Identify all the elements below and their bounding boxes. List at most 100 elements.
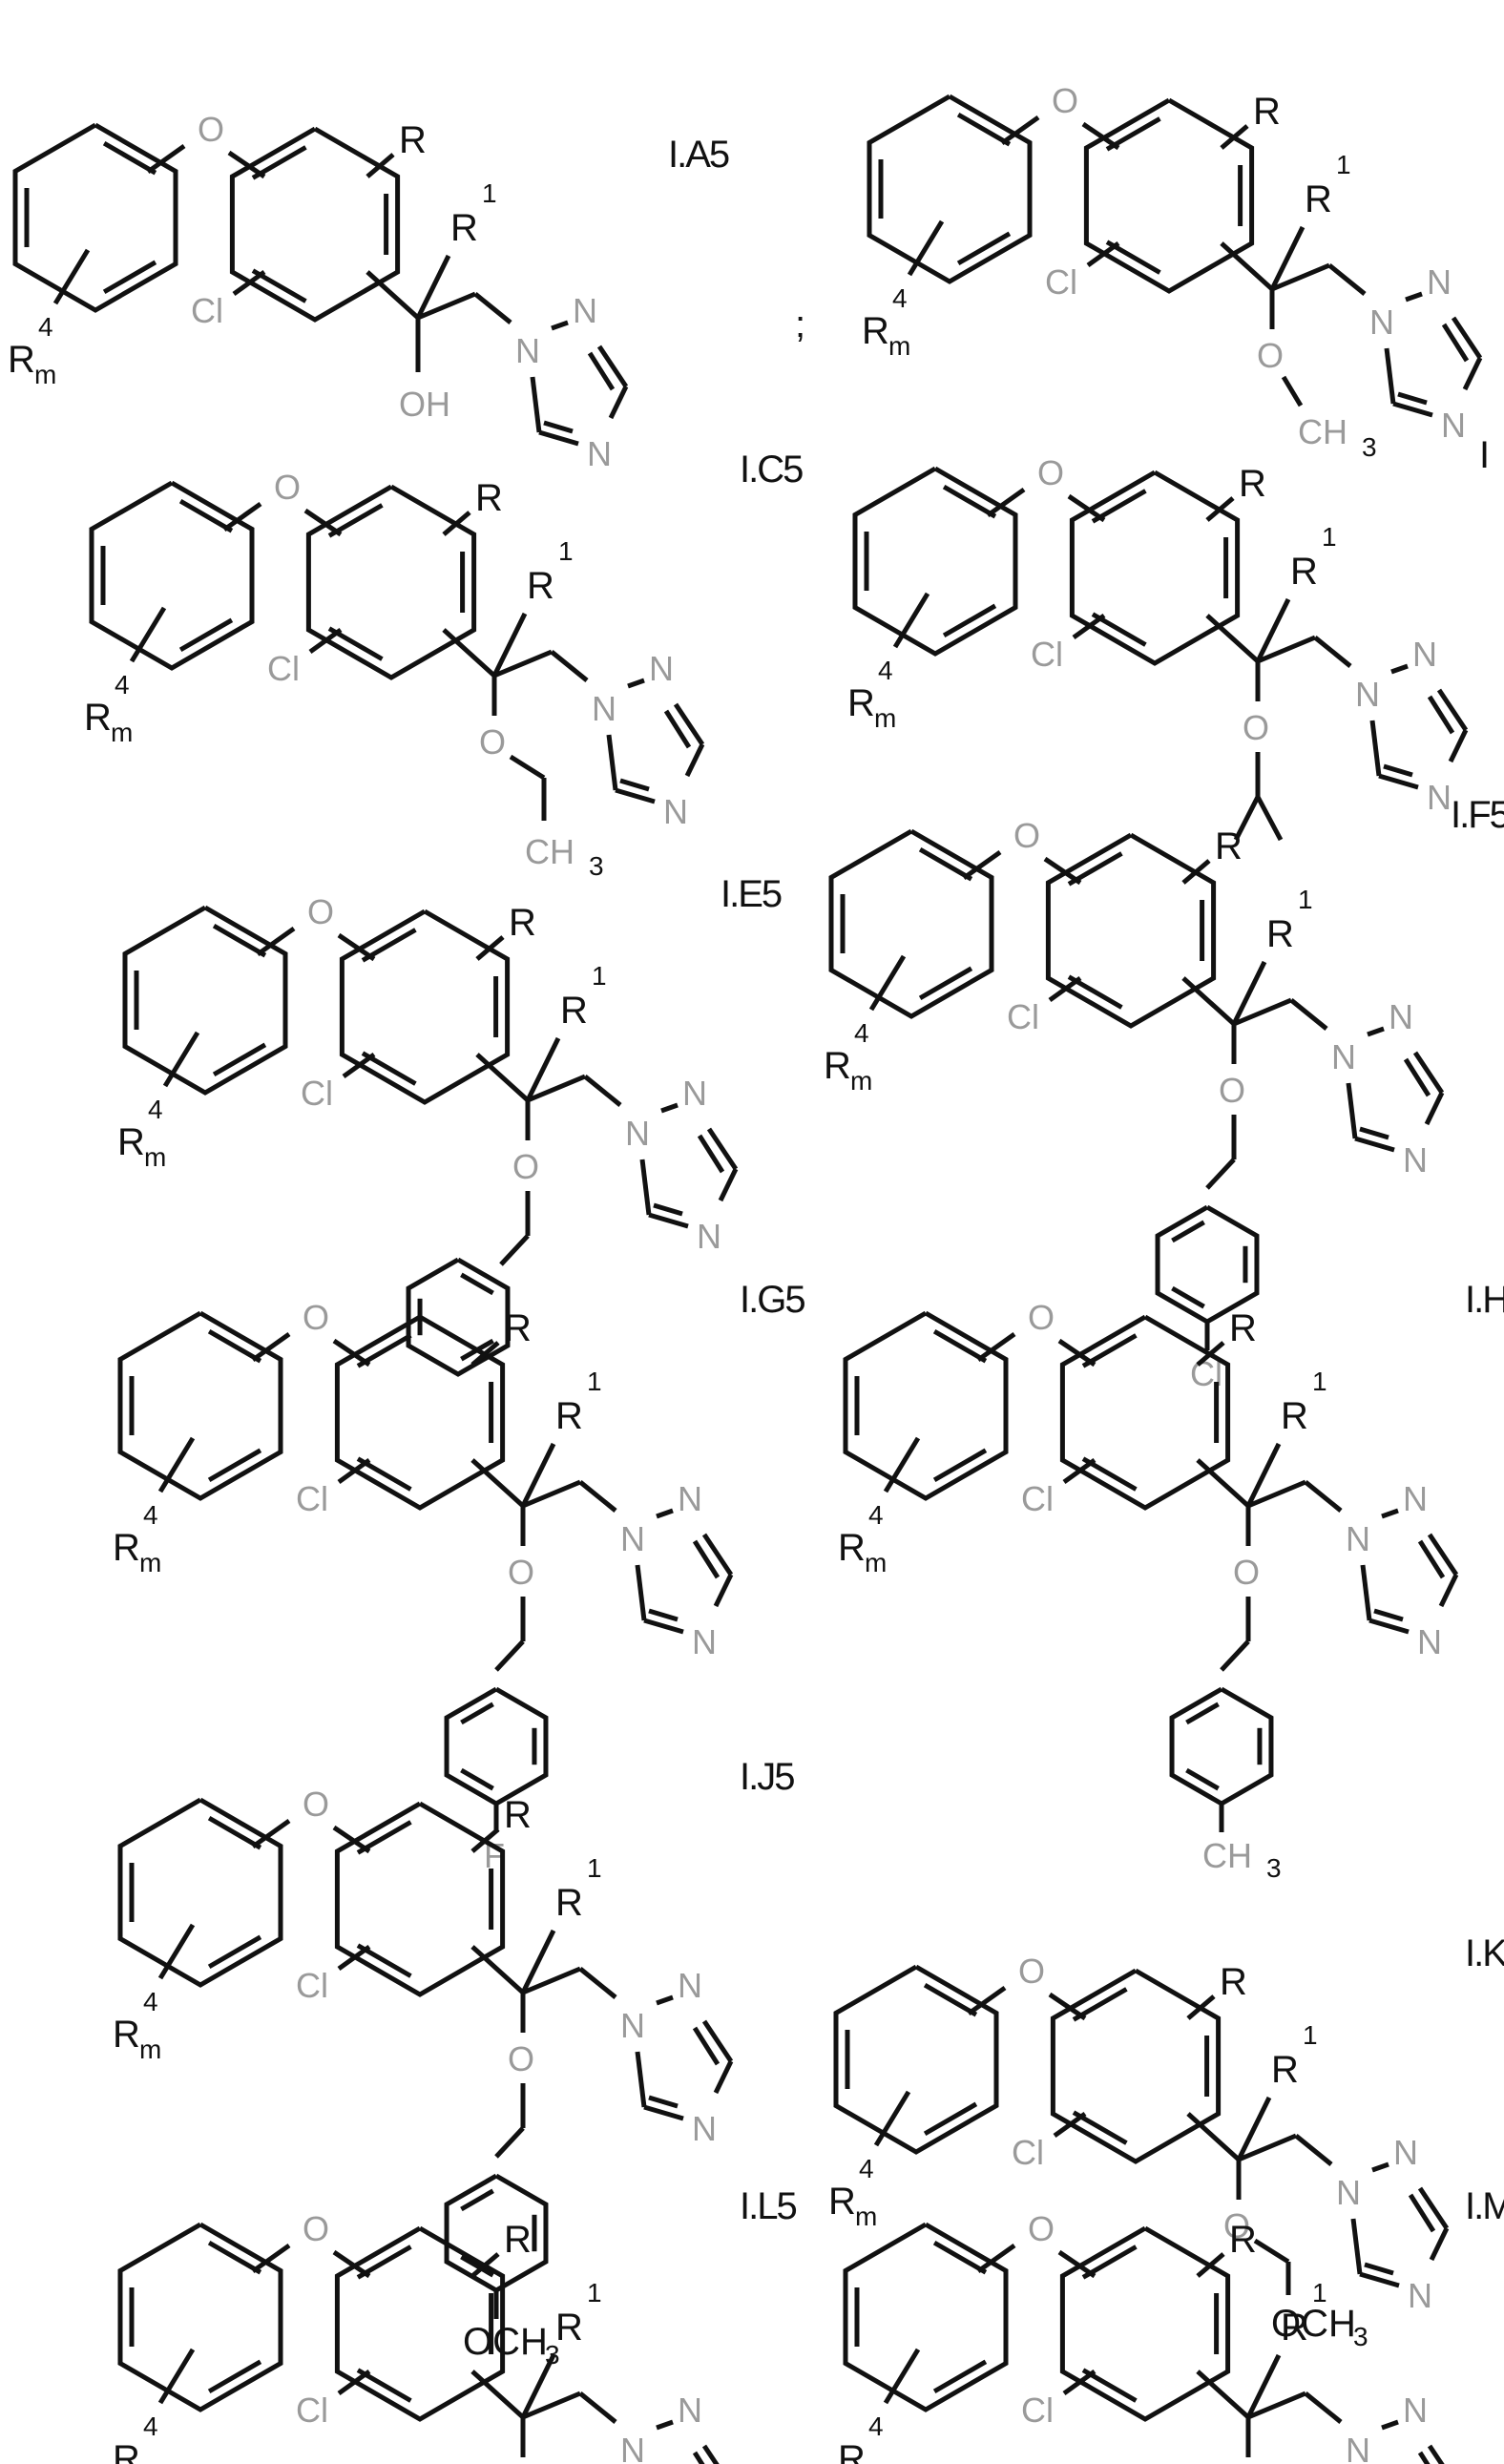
r1-superscript: 1 — [587, 2278, 602, 2307]
compound-label-i-l5: I.L5 — [740, 2185, 798, 2227]
triazole-n1: N — [625, 1114, 650, 1153]
r4-superscript: 4 — [868, 1500, 884, 1530]
r4-superscript: 4 — [143, 2412, 158, 2441]
triazole-n1: N — [620, 2431, 645, 2464]
r4-label: R — [838, 1527, 866, 1569]
compound-label-i-k5: I.K — [1465, 1932, 1504, 1974]
chloro-label: Cl — [267, 649, 300, 688]
triazole-n4: N — [1408, 2276, 1432, 2315]
methyl-subscript: 3 — [589, 851, 604, 881]
triazole-n4: N — [692, 1622, 717, 1661]
para-methyl-subscript: 3 — [1266, 1853, 1282, 1883]
chloro-label: Cl — [1021, 2391, 1054, 2430]
r4-subscript: m — [888, 331, 910, 361]
r4-superscript: 4 — [38, 312, 53, 342]
triazole-n2: N — [678, 1966, 702, 2005]
r4-subscript: m — [865, 2459, 887, 2464]
alkoxy-oxygen: O — [1243, 708, 1269, 747]
r4-subscript: m — [144, 1142, 166, 1172]
triazole-n1: N — [515, 331, 540, 370]
compound-label-i-g5: I.G5 — [740, 1279, 806, 1321]
triazole-n4: N — [692, 2109, 717, 2148]
r-label: R — [1253, 91, 1281, 133]
r-label: R — [1215, 825, 1243, 867]
r-label: R — [509, 902, 536, 944]
r4-superscript: 4 — [115, 670, 130, 700]
r4-superscript: 4 — [148, 1095, 163, 1124]
list-separator: ; — [795, 303, 806, 345]
r1-superscript: 1 — [1312, 1367, 1327, 1396]
r4-superscript: 4 — [868, 2412, 884, 2441]
alkoxy-oxygen: O — [1233, 1553, 1260, 1592]
r1-superscript: 1 — [592, 961, 607, 991]
r4-label: R — [117, 1121, 145, 1163]
chloro-label: Cl — [191, 291, 223, 330]
chloro-label: Cl — [1012, 2133, 1044, 2172]
r4-subscript: m — [874, 703, 896, 733]
triazole-n1: N — [592, 689, 616, 728]
r1-label: R — [1290, 551, 1318, 593]
compound-label-i-h5: I.H — [1465, 1279, 1504, 1321]
r4-superscript: 4 — [143, 1987, 158, 2016]
triazole-n2: N — [649, 649, 674, 688]
r4-label: R — [824, 1045, 851, 1087]
ether-oxygen: O — [303, 2209, 329, 2248]
compound-label-i-e5: I.E5 — [721, 873, 783, 915]
methoxy-subscript: 3 — [1353, 2322, 1368, 2351]
chloro-label: Cl — [296, 1479, 328, 1518]
r4-subscript: m — [111, 718, 133, 747]
methyl-subscript: 3 — [1362, 432, 1377, 462]
r1-label: R — [555, 1395, 583, 1437]
r1-superscript: 1 — [558, 536, 574, 566]
r-label: R — [504, 1794, 532, 1836]
triazole-n2: N — [1403, 1479, 1428, 1518]
r1-label: R — [560, 990, 588, 1032]
r4-superscript: 4 — [878, 656, 893, 685]
triazole-n1: N — [620, 2006, 645, 2045]
r4-subscript: m — [865, 1548, 887, 1577]
r1-superscript: 1 — [587, 1853, 602, 1883]
ether-oxygen: O — [1052, 81, 1078, 120]
triazole-n2: N — [678, 2391, 702, 2430]
compound-label-i-f5: I.F5 — [1451, 794, 1504, 836]
alkoxy-oxygen: O — [479, 722, 506, 762]
r1-superscript: 1 — [1298, 885, 1313, 914]
r-label: R — [1239, 463, 1266, 505]
triazole-n4: N — [1441, 406, 1466, 445]
chloro-label: Cl — [1007, 997, 1039, 1036]
r4-label: R — [847, 682, 875, 724]
alkoxy-oxygen: O — [508, 1553, 534, 1592]
r-label: R — [504, 1307, 532, 1349]
r1-label: R — [1281, 1395, 1308, 1437]
triazole-n4: N — [697, 1217, 721, 1256]
compound-label-i-m5: I.M — [1465, 2185, 1504, 2227]
r1-label: R — [1281, 2307, 1308, 2349]
r4-label: R — [828, 2181, 856, 2223]
r1-superscript: 1 — [1322, 522, 1337, 552]
r1-superscript: 1 — [482, 178, 497, 208]
methyl-label: CH — [1298, 412, 1347, 451]
ether-oxygen: O — [307, 892, 334, 931]
r-label: R — [1229, 2219, 1257, 2261]
triazole-n4: N — [663, 792, 688, 831]
ether-oxygen: O — [1028, 1298, 1055, 1337]
alkoxy-oxygen: O — [508, 2039, 534, 2078]
r-label: R — [399, 119, 427, 161]
triazole-n1: N — [1346, 1519, 1370, 1558]
triazole-n1: N — [1369, 303, 1394, 342]
para-methyl-label: CH — [1202, 1836, 1252, 1875]
r-label: R — [1229, 1307, 1257, 1349]
r-label: R — [1220, 1961, 1247, 2003]
compound-label-i-j5: I.J5 — [740, 1756, 796, 1798]
para-methoxy-label: OCH — [463, 2321, 548, 2363]
triazole-n2: N — [1412, 635, 1437, 674]
chloro-label: Cl — [296, 2391, 328, 2430]
